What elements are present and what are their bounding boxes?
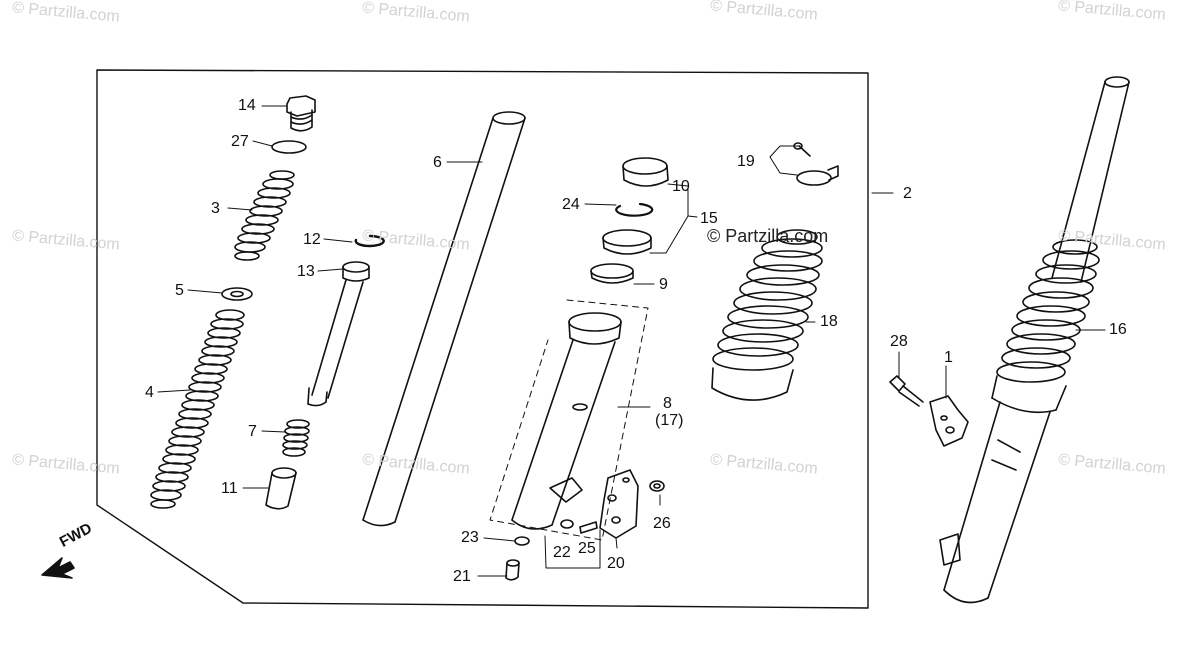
callout-27[interactable]: 27 (231, 133, 249, 150)
assembly-frame (96, 69, 869, 609)
part-15-oil-seal (602, 229, 652, 255)
callout-14[interactable]: 14 (238, 97, 256, 114)
callout-8[interactable]: 8 (663, 395, 672, 412)
part-11-collar (265, 467, 297, 510)
callout-7[interactable]: 7 (248, 423, 257, 440)
callout-26[interactable]: 26 (653, 515, 671, 532)
callout-22[interactable]: 22 (553, 544, 571, 561)
part-19-clamp (793, 142, 839, 186)
part-3-spring (234, 170, 295, 261)
callout-19[interactable]: 19 (737, 153, 755, 170)
part-12-circlip (354, 234, 385, 248)
part-26-nut (649, 480, 665, 492)
part-4-long-spring (150, 309, 245, 509)
callout-21[interactable]: 21 (453, 568, 471, 585)
part-8-fork-slider (511, 312, 622, 530)
callout-5[interactable]: 5 (175, 282, 184, 299)
part-6-fork-tube (362, 111, 526, 527)
part-16-fork-assembly (939, 76, 1130, 604)
part-20-axle-holder (599, 469, 639, 539)
callout-15[interactable]: 15 (700, 210, 718, 227)
watermark-mid-right: © Partzilla.com (707, 226, 829, 246)
part-9-backup-ring (590, 263, 634, 284)
part-21-drain-bolt (505, 559, 520, 581)
part-22-washer (560, 519, 574, 529)
callout-10[interactable]: 10 (672, 178, 690, 195)
part-14-cap-bolt (286, 95, 316, 132)
part-13-damper-rod (307, 261, 370, 407)
part-18-rubber-boot (711, 229, 823, 401)
sub-assembly-outline (489, 299, 649, 541)
part-10-dust-seal (622, 157, 669, 187)
part-1-bracket (929, 395, 969, 447)
callout-9[interactable]: 9 (659, 276, 668, 293)
leader-lines (157, 105, 1106, 577)
callout-4[interactable]: 4 (145, 384, 154, 401)
callout-18[interactable]: 18 (820, 313, 838, 330)
callout-6[interactable]: 6 (433, 154, 442, 171)
callout-25[interactable]: 25 (578, 540, 596, 557)
part-24-clip (615, 202, 654, 217)
part-23-washer (514, 536, 530, 546)
callout-1[interactable]: 1 (944, 349, 953, 366)
callout-2[interactable]: 2 (903, 185, 912, 202)
part-5-washer (221, 287, 253, 301)
left-arrow-icon (41, 557, 75, 579)
callout-3[interactable]: 3 (211, 200, 220, 217)
part-28-bolt (889, 375, 924, 407)
callout-24[interactable]: 24 (562, 196, 580, 213)
callout-23[interactable]: 23 (461, 529, 479, 546)
callout-28[interactable]: 28 (890, 333, 908, 350)
part-27-washer (271, 140, 307, 154)
part-25-stud (579, 521, 598, 534)
callout-12[interactable]: 12 (303, 231, 321, 248)
callout-11[interactable]: 11 (221, 480, 238, 497)
callout-17[interactable]: (17) (655, 412, 684, 429)
part-7-rebound-spring (282, 419, 310, 457)
callout-16[interactable]: 16 (1109, 321, 1127, 338)
callout-13[interactable]: 13 (297, 263, 315, 280)
callout-20[interactable]: 20 (607, 555, 625, 572)
